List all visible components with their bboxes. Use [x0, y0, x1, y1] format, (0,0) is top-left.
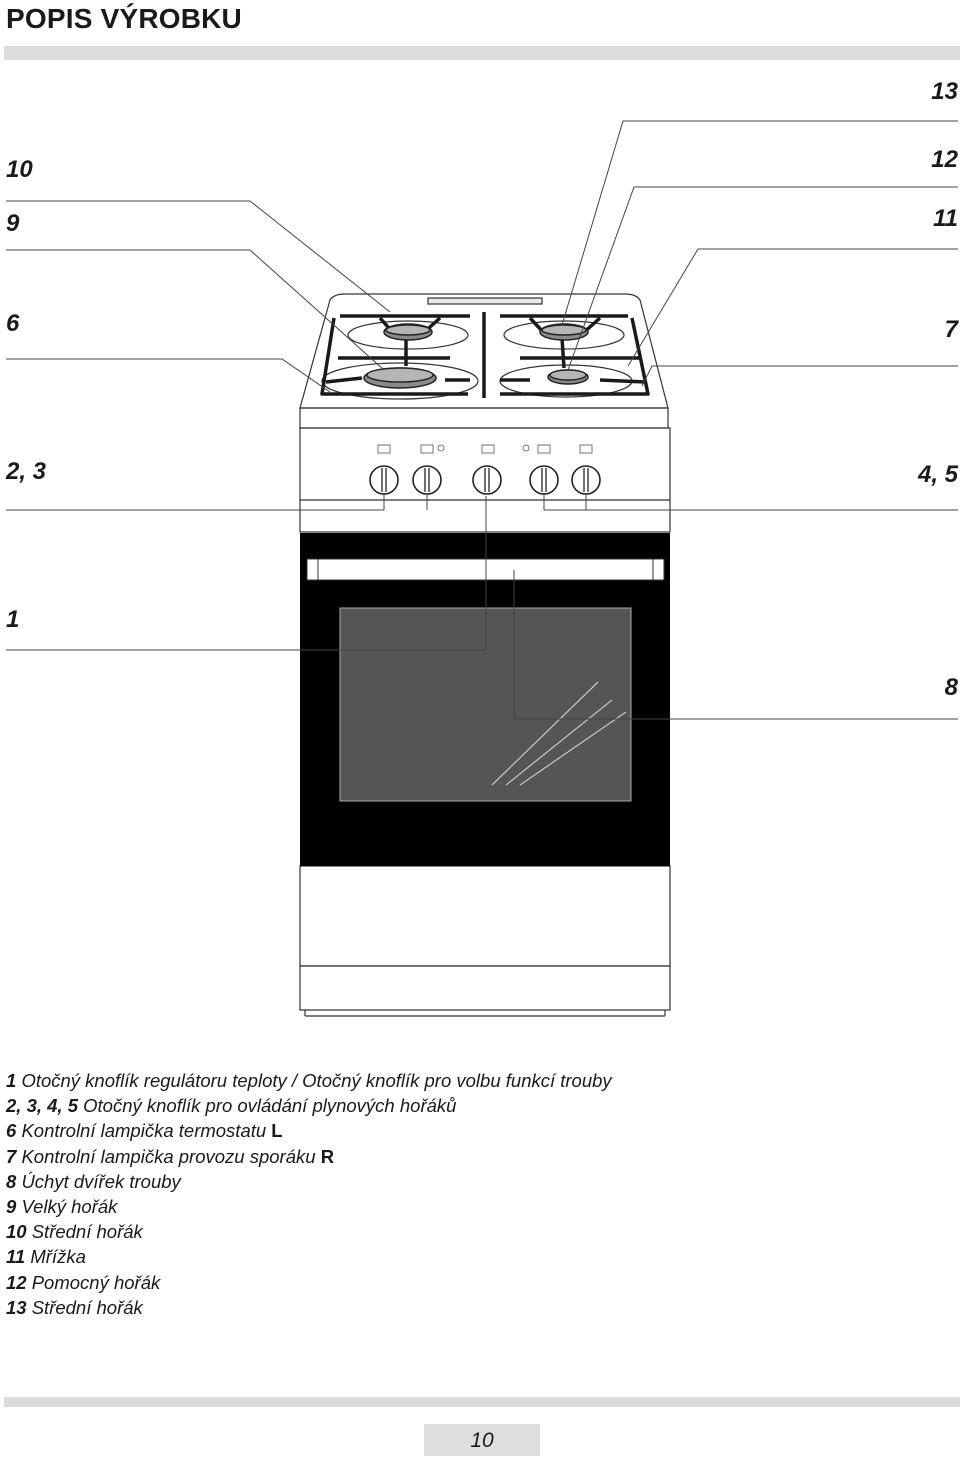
legend-text: Kontrolní lampička termostatu — [21, 1120, 267, 1142]
legend-item: 7 Kontrolní lampička provozu sporáku R — [6, 1144, 612, 1169]
legend-number: 1 — [6, 1070, 17, 1091]
legend-text: Otočný knoflík pro ovládání plynových ho… — [83, 1095, 457, 1117]
legend-item: 1 Otočný knoflík regulátoru teploty / Ot… — [6, 1068, 612, 1093]
callout-11: 11 — [933, 205, 958, 232]
legend-number: 11 — [6, 1246, 26, 1268]
callout-10: 10 — [6, 156, 33, 183]
stove-diagram — [6, 120, 958, 1017]
callout-13: 13 — [931, 78, 958, 105]
callout-2-3: 2, 3 — [6, 458, 47, 485]
callout-4-5: 4, 5 — [917, 461, 958, 488]
callout-12: 12 — [931, 146, 958, 173]
legend-item: 13 Střední hořák — [6, 1295, 612, 1320]
callout-8: 8 — [944, 674, 958, 701]
legend-text: Úchyt dvířek trouby — [21, 1170, 181, 1192]
legend-number: 7 — [6, 1145, 17, 1167]
header-divider-bar — [4, 46, 960, 60]
callout-1: 1 — [6, 606, 20, 633]
legend-suffix: L — [271, 1120, 283, 1142]
legend-text: Mřížka — [30, 1246, 86, 1268]
page-title: POPIS VÝROBKU — [6, 3, 242, 34]
legend-suffix: R — [320, 1145, 335, 1167]
legend-item: 10 Střední hořák — [6, 1219, 612, 1244]
legend-text: Střední hořák — [31, 1296, 143, 1318]
callout-7: 7 — [944, 316, 958, 343]
legend-number: 10 — [6, 1221, 27, 1243]
legend-item: 11 Mřížka — [6, 1244, 612, 1269]
legend-number: 6 — [6, 1120, 17, 1142]
legend-text: Kontrolní lampička provozu sporáku — [21, 1145, 316, 1167]
parts-legend: 1 Otočný knoflík regulátoru teploty / Ot… — [6, 1068, 612, 1320]
page-number: 10 — [424, 1424, 540, 1456]
callout-9: 9 — [6, 210, 20, 237]
legend-text: Otočný knoflík regulátoru teploty / Otoč… — [21, 1070, 612, 1091]
legend-text: Střední hořák — [31, 1221, 143, 1243]
legend-item: 6 Kontrolní lampička termostatu L — [6, 1118, 612, 1143]
callout-6: 6 — [6, 310, 20, 337]
legend-text: Pomocný hořák — [31, 1271, 161, 1293]
legend-item: 12 Pomocný hořák — [6, 1270, 612, 1295]
legend-item: 8 Úchyt dvířek trouby — [6, 1169, 612, 1194]
legend-number: 13 — [6, 1296, 27, 1318]
legend-item: 9 Velký hořák — [6, 1194, 612, 1219]
legend-number: 8 — [6, 1170, 17, 1192]
legend-number: 2, 3, 4, 5 — [6, 1095, 78, 1117]
footer-divider-bar — [4, 1397, 960, 1407]
legend-number: 9 — [6, 1196, 17, 1218]
legend-number: 12 — [6, 1271, 27, 1293]
legend-text: Velký hořák — [21, 1196, 118, 1218]
legend-item: 2, 3, 4, 5 Otočný knoflík pro ovládání p… — [6, 1093, 612, 1118]
